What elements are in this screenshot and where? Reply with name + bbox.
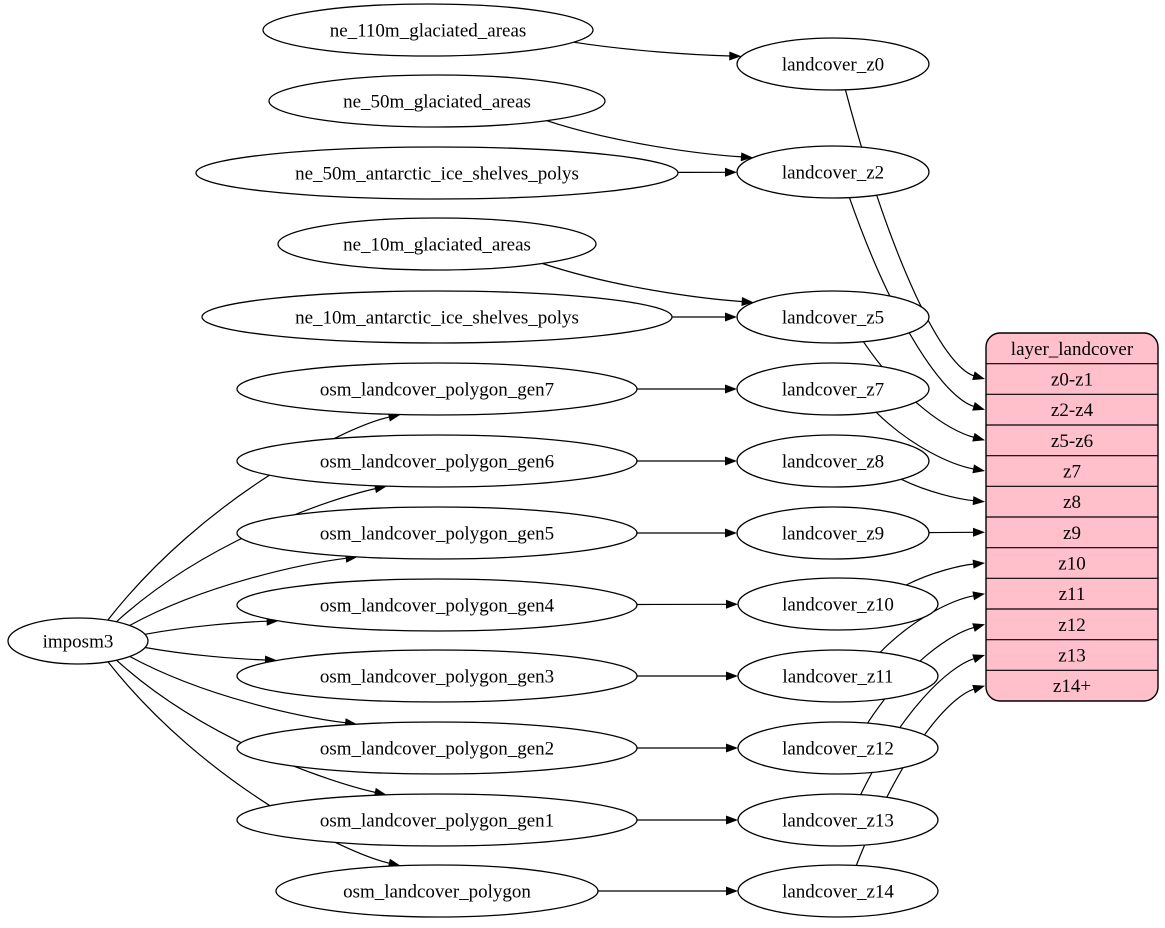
- arrowhead-icon: [972, 371, 985, 380]
- arrowhead-icon: [726, 600, 738, 609]
- arrowhead-icon: [972, 591, 985, 600]
- record-layer_landcover: layer_landcover z0-z1 z2-z4 z5-z6 z7 z8 z9 z10 z…: [986, 333, 1158, 701]
- node-landcover_z2: landcover_z2: [737, 146, 929, 198]
- edge-imposm3-to-osm_landcover_polygon_gen4: [145, 621, 268, 634]
- arrowhead-icon: [972, 623, 985, 632]
- node-label: osm_landcover_polygon_gen2: [320, 739, 554, 760]
- node-label: landcover_z7: [782, 380, 884, 401]
- arrowhead-icon: [973, 528, 985, 537]
- node-label: imposm3: [43, 632, 114, 653]
- node-label: ne_50m_antarctic_ice_shelves_polys: [295, 164, 579, 185]
- node-osm_landcover_polygon_gen5: osm_landcover_polygon_gen5: [237, 507, 637, 559]
- node-osm_landcover_polygon_gen7: osm_landcover_polygon_gen7: [237, 363, 637, 415]
- node-label: osm_landcover_polygon_gen4: [320, 596, 555, 617]
- node-label: osm_landcover_polygon_gen1: [320, 811, 554, 832]
- arrowhead-icon: [725, 457, 737, 466]
- node-label: osm_landcover_polygon_gen5: [320, 524, 554, 545]
- node-ne_50m_glaciated_areas: ne_50m_glaciated_areas: [269, 75, 605, 127]
- arrowhead-icon: [972, 654, 985, 663]
- edge-landcover_z10-to-row-z10: [906, 564, 974, 585]
- node-label: landcover_z11: [782, 667, 893, 688]
- node-osm_landcover_polygon_gen2: osm_landcover_polygon_gen2: [237, 722, 637, 774]
- node-label: landcover_z9: [782, 524, 884, 545]
- node-ne_10m_antarctic_ice_shelves_polys: ne_10m_antarctic_ice_shelves_polys: [202, 291, 672, 343]
- node-label: landcover_z14: [782, 882, 894, 903]
- node-label: landcover_z12: [782, 739, 894, 760]
- record-row-label: z5-z6: [1051, 431, 1093, 452]
- record-row-label: z14+: [1053, 676, 1091, 697]
- node-landcover_z13: landcover_z13: [738, 794, 938, 846]
- node-osm_landcover_polygon_gen6: osm_landcover_polygon_gen6: [237, 435, 637, 487]
- node-label: landcover_z0: [782, 55, 884, 76]
- node-osm_landcover_polygon: osm_landcover_polygon: [276, 865, 598, 917]
- node-ne_50m_antarctic_ice_shelves_polys: ne_50m_antarctic_ice_shelves_polys: [196, 147, 678, 199]
- arrowhead-icon: [726, 744, 738, 753]
- node-ne_110m_glaciated_areas: ne_110m_glaciated_areas: [263, 4, 593, 56]
- node-osm_landcover_polygon_gen4: osm_landcover_polygon_gen4: [237, 579, 637, 631]
- arrowhead-icon: [725, 385, 737, 394]
- record-row-label: z9: [1063, 523, 1081, 544]
- node-landcover_z11: landcover_z11: [738, 650, 938, 702]
- node-osm_landcover_polygon_gen3: osm_landcover_polygon_gen3: [237, 650, 637, 702]
- node-label: osm_landcover_polygon_gen6: [320, 452, 554, 473]
- node-label: osm_landcover_polygon_gen7: [320, 380, 554, 401]
- node-landcover_z8: landcover_z8: [737, 435, 929, 487]
- node-landcover_z12: landcover_z12: [738, 722, 938, 774]
- node-label: landcover_z5: [782, 308, 884, 329]
- arrowhead-icon: [973, 496, 985, 505]
- node-label: landcover_z13: [782, 811, 894, 832]
- node-label: ne_10m_glaciated_areas: [343, 235, 531, 256]
- arrowhead-icon: [972, 464, 985, 473]
- record-row-label: z8: [1063, 492, 1081, 513]
- node-landcover_z0: landcover_z0: [737, 38, 929, 90]
- record-row-label: z11: [1059, 584, 1086, 605]
- arrowhead-icon: [726, 672, 738, 681]
- node-landcover_z14: landcover_z14: [738, 865, 938, 917]
- record-row-label: z7: [1063, 462, 1081, 483]
- arrowhead-icon: [726, 887, 738, 896]
- record-title: layer_landcover: [1011, 339, 1134, 360]
- node-label: landcover_z2: [782, 163, 884, 184]
- node-landcover_z7: landcover_z7: [737, 363, 929, 415]
- node-label: landcover_z10: [782, 595, 894, 616]
- arrowhead-icon: [726, 816, 738, 825]
- record-row-label: z13: [1058, 646, 1085, 667]
- arrowhead-icon: [725, 313, 737, 322]
- node-label: landcover_z8: [782, 452, 884, 473]
- node-label: ne_10m_antarctic_ice_shelves_polys: [295, 308, 579, 329]
- node-ne_10m_glaciated_areas: ne_10m_glaciated_areas: [278, 218, 596, 270]
- record-row-label: z12: [1058, 615, 1085, 636]
- node-label: ne_110m_glaciated_areas: [330, 21, 527, 42]
- arrowhead-icon: [972, 433, 985, 442]
- node-label: osm_landcover_polygon: [343, 882, 531, 903]
- arrowhead-icon: [725, 168, 737, 177]
- arrowhead-icon: [725, 529, 737, 538]
- arrowhead-icon: [972, 402, 985, 411]
- record-row-label: z0-z1: [1051, 370, 1093, 391]
- node-imposm3: imposm3: [8, 618, 148, 664]
- node-osm_landcover_polygon_gen1: osm_landcover_polygon_gen1: [237, 794, 637, 846]
- node-landcover_z5: landcover_z5: [737, 291, 929, 343]
- arrowhead-icon: [973, 560, 985, 569]
- node-label: osm_landcover_polygon_gen3: [320, 667, 554, 688]
- record-row-label: z10: [1058, 554, 1085, 575]
- record-row-label: z2-z4: [1051, 400, 1094, 421]
- edge-ne_110m_glaciated_areas-to-landcover_z0: [574, 42, 731, 56]
- edge-imposm3-to-osm_landcover_polygon_gen3: [145, 648, 266, 661]
- node-landcover_z10: landcover_z10: [738, 578, 938, 630]
- node-label: ne_50m_glaciated_areas: [343, 92, 531, 113]
- arrowhead-icon: [972, 685, 985, 694]
- edge-landcover_z8-to-row-z8: [901, 479, 974, 500]
- node-landcover_z9: landcover_z9: [737, 507, 929, 559]
